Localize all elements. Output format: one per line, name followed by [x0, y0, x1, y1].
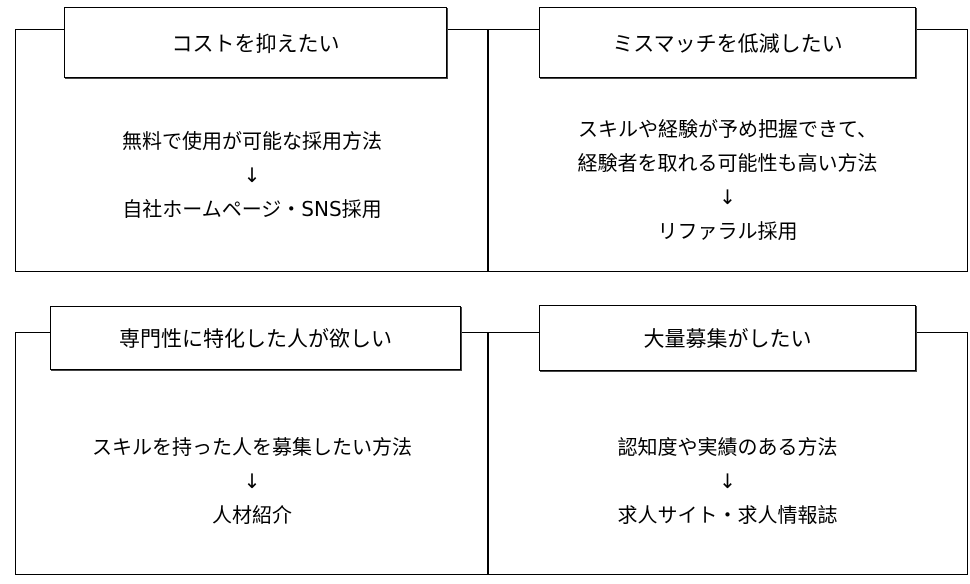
description-line: スキルや経験が予め把握できて、 — [578, 117, 877, 141]
title-text: 大量募集がしたい — [643, 327, 812, 351]
quadrant-specialist-title: 専門性に特化した人が欲しい — [50, 306, 461, 370]
down-arrow-icon: ↓ — [719, 185, 736, 209]
down-arrow-icon: ↓ — [719, 469, 736, 493]
quadrant-mismatch-body: スキルや経験が予め把握できて、 経験者を取れる可能性も高い方法 ↓ リファラル採… — [487, 110, 968, 250]
title-text: コストを抑えたい — [171, 31, 340, 56]
quadrant-cost-body: 無料で使用が可能な採用方法 ↓ 自社ホームページ・SNS採用 — [15, 105, 489, 245]
description-line: 認知度や実績のある方法 — [617, 435, 838, 459]
description-line: 経験者を取れる可能性も高い方法 — [577, 151, 878, 175]
title-text: ミスマッチを低減したい — [612, 31, 843, 56]
method-text: 自社ホームページ・SNS採用 — [122, 197, 382, 221]
description-line: 無料で使用が可能な採用方法 — [122, 129, 382, 153]
quadrant-specialist-body: スキルを持った人を募集したい方法 ↓ 人材紹介 — [15, 411, 489, 551]
quadrant-mismatch-title: ミスマッチを低減したい — [539, 7, 916, 78]
method-text: リファラル採用 — [657, 219, 798, 243]
quadrant-cost-title: コストを抑えたい — [64, 7, 447, 78]
quadrant-mass-hiring-title: 大量募集がしたい — [539, 305, 916, 371]
down-arrow-icon: ↓ — [243, 469, 261, 493]
method-text: 求人サイト・求人情報誌 — [617, 503, 838, 527]
quadrant-mass-hiring-body: 認知度や実績のある方法 ↓ 求人サイト・求人情報誌 — [487, 411, 968, 551]
down-arrow-icon: ↓ — [243, 163, 261, 187]
method-text: 人材紹介 — [212, 503, 292, 527]
title-text: 専門性に特化した人が欲しい — [119, 327, 392, 351]
description-line: スキルを持った人を募集したい方法 — [92, 435, 412, 459]
